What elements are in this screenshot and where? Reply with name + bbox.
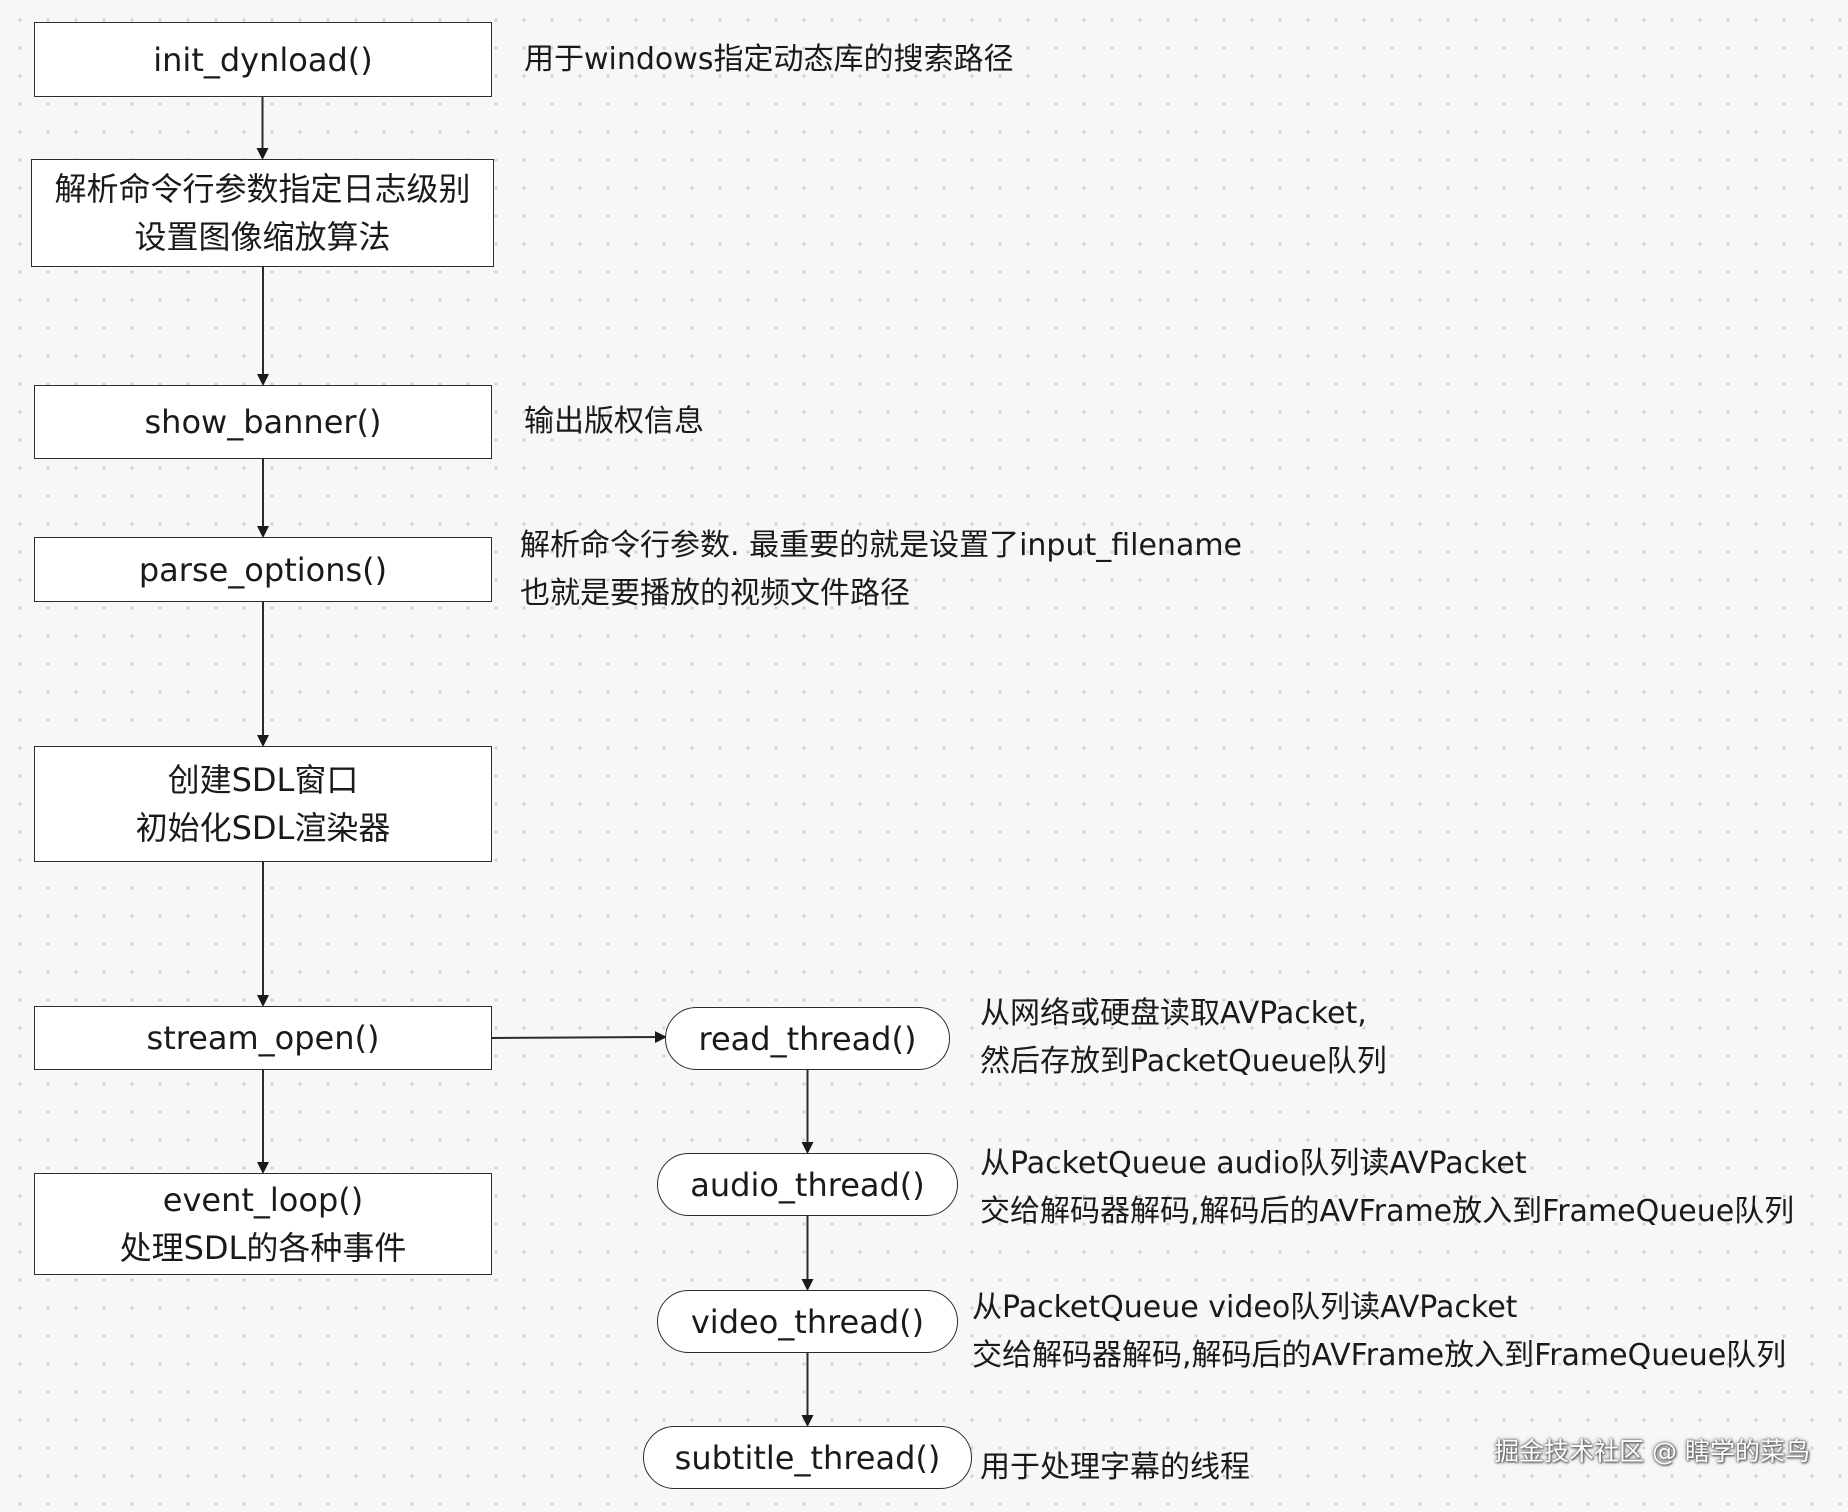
note-parse-options: 解析命令行参数. 最重要的就是设置了input_filename 也就是要播放的视… <box>520 522 1242 618</box>
node-label: 设置图像缩放算法 <box>134 218 391 256</box>
node-label: init_dynload() <box>153 40 373 79</box>
note-line: 然后存放到PacketQueue队列 <box>980 1044 1387 1079</box>
note-read-thread: 从网络或硬盘读取AVPacket, 然后存放到PacketQueue队列 <box>980 990 1387 1086</box>
node-label: 解析命令行参数指定日志级别 <box>54 170 471 208</box>
note-line: 交给解码器解码,解码后的AVFrame放入到FrameQueue队列 <box>972 1338 1787 1373</box>
node-label: 创建SDL窗口 <box>167 761 359 799</box>
node-audio-thread: audio_thread() <box>657 1153 958 1216</box>
note-line: 从PacketQueue video队列读AVPacket <box>972 1290 1518 1325</box>
node-parse-cmd-loglevel: 解析命令行参数指定日志级别设置图像缩放算法 <box>31 159 494 267</box>
node-video-thread: video_thread() <box>657 1290 958 1353</box>
watermark-label: 掘金技术社区 @ 瞎学的菜鸟 <box>1494 1437 1810 1466</box>
note-line: 也就是要播放的视频文件路径 <box>520 576 910 611</box>
note-line: 输出版权信息 <box>524 404 704 439</box>
node-label: video_thread() <box>690 1302 925 1341</box>
node-label: 初始化SDL渲染器 <box>135 809 391 847</box>
node-label: read_thread() <box>698 1019 917 1058</box>
note-line: 用于windows指定动态库的搜索路径 <box>524 42 1014 77</box>
node-label: parse_options() <box>138 550 388 589</box>
note-show-banner: 输出版权信息 <box>524 398 704 446</box>
node-create-sdl: 创建SDL窗口初始化SDL渲染器 <box>34 746 492 862</box>
note-line: 交给解码器解码,解码后的AVFrame放入到FrameQueue队列 <box>980 1194 1795 1229</box>
node-event-loop: event_loop() 处理SDL的各种事件 <box>34 1173 492 1275</box>
node-label: show_banner() <box>144 403 382 441</box>
note-audio-thread: 从PacketQueue audio队列读AVPacket 交给解码器解码,解码后… <box>980 1140 1794 1236</box>
node-show-banner: show_banner() <box>34 385 492 459</box>
node-parse-options: parse_options() <box>34 537 492 602</box>
note-line: 从网络或硬盘读取AVPacket, <box>980 996 1367 1031</box>
note-video-thread: 从PacketQueue video队列读AVPacket 交给解码器解码,解码后… <box>972 1284 1786 1380</box>
node-label: subtitle_thread() <box>674 1438 941 1477</box>
node-subtitle-thread: subtitle_thread() <box>643 1426 972 1489</box>
node-label: 处理SDL的各种事件 <box>119 1229 407 1267</box>
node-init-dynload: init_dynload() <box>34 22 492 97</box>
edge-stream_open-to-read_thread <box>491 1031 667 1044</box>
node-label: audio_thread() <box>690 1165 925 1204</box>
node-stream-open: stream_open() <box>34 1006 492 1070</box>
note-init-dynload: 用于windows指定动态库的搜索路径 <box>524 36 1013 84</box>
node-read-thread: read_thread() <box>665 1007 950 1070</box>
note-line: 从PacketQueue audio队列读AVPacket <box>980 1146 1527 1181</box>
note-line: 用于处理字幕的线程 <box>980 1450 1250 1485</box>
note-line: 解析命令行参数. 最重要的就是设置了input_filename <box>520 528 1243 563</box>
note-subtitle-thread: 用于处理字幕的线程 <box>980 1444 1250 1492</box>
node-label: stream_open() <box>146 1019 380 1057</box>
node-label: event_loop() <box>162 1181 364 1219</box>
